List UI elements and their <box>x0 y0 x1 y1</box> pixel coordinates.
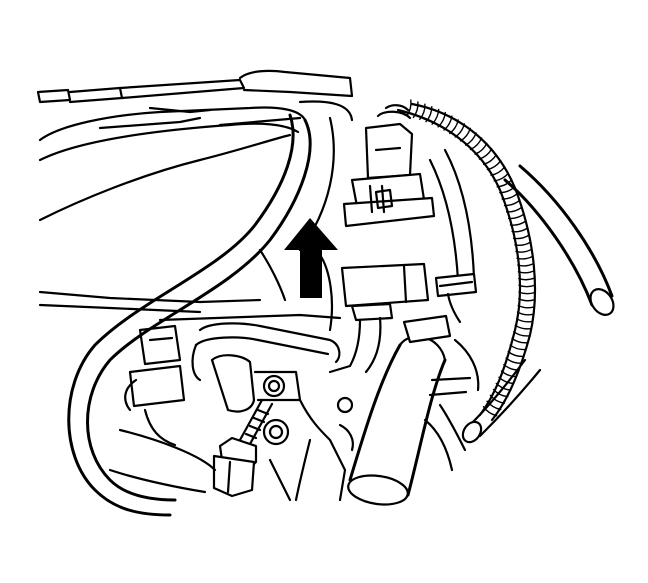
harness-rib <box>431 108 440 125</box>
harness-rib <box>482 154 497 165</box>
corrugated-wire-harness <box>396 99 537 422</box>
harness-rib <box>507 350 525 358</box>
harness-rib <box>493 172 509 182</box>
harness-rib <box>454 123 466 138</box>
harness-rib <box>512 234 530 240</box>
harness-rib <box>449 119 459 135</box>
left-fitting <box>124 324 186 447</box>
harness-rib <box>505 357 522 364</box>
harness-rib <box>478 148 493 160</box>
harness-rib <box>503 199 521 207</box>
harness-rib <box>501 192 518 200</box>
harness-rib <box>516 311 535 316</box>
harness-ribs <box>406 99 536 417</box>
harness-rib <box>511 227 529 233</box>
harness-rib <box>515 318 533 323</box>
harness-rib <box>514 324 532 330</box>
harness-rib <box>517 304 535 309</box>
harness-rib <box>517 270 535 274</box>
harness-rib <box>516 255 534 260</box>
harness-rib <box>490 166 506 176</box>
harness-rib <box>486 400 502 411</box>
harness-rib <box>412 101 419 119</box>
harness-rib <box>511 337 529 344</box>
harness-rib <box>509 344 527 351</box>
electrical-connector-lower <box>328 262 430 374</box>
harness-rib <box>514 241 532 246</box>
harness-rib <box>518 284 536 288</box>
harness-rib <box>492 388 509 398</box>
sensor-bracket <box>191 322 341 413</box>
harness-rib <box>489 394 506 404</box>
harness-rib <box>425 106 433 123</box>
mounting-bolt <box>212 398 274 498</box>
harness-rib <box>486 160 502 171</box>
harness-rib <box>518 298 536 302</box>
harness-rib <box>515 248 533 253</box>
harness-rib <box>474 142 488 155</box>
removal-arrow-icon <box>284 218 338 298</box>
harness-rib <box>513 331 530 337</box>
harness-rib <box>518 277 536 281</box>
intake-duct <box>38 100 354 517</box>
harness-rib <box>505 206 523 213</box>
washer-bolt <box>262 418 290 446</box>
harness-rib <box>443 115 453 131</box>
harness-rib <box>469 137 483 151</box>
harness-rib <box>500 370 518 378</box>
electrical-connector-upper <box>342 104 436 228</box>
harness-rib <box>509 220 527 226</box>
coolant-hose-left <box>347 314 480 506</box>
harness-rib <box>419 103 426 120</box>
harness-rib <box>406 99 412 117</box>
top-cable-rod <box>36 69 354 104</box>
harness-rib <box>437 111 446 128</box>
engine-block <box>108 248 354 502</box>
vacuum-hose-right <box>428 148 615 444</box>
harness-rib <box>517 262 535 267</box>
harness-rib <box>482 406 498 417</box>
harness-rib <box>498 376 515 385</box>
harness-rib <box>507 213 525 220</box>
harness-rib <box>459 127 471 142</box>
harness-rib <box>496 179 513 188</box>
harness-rib <box>518 291 536 295</box>
hose-clamp <box>434 272 478 324</box>
harness-rib <box>464 132 477 146</box>
